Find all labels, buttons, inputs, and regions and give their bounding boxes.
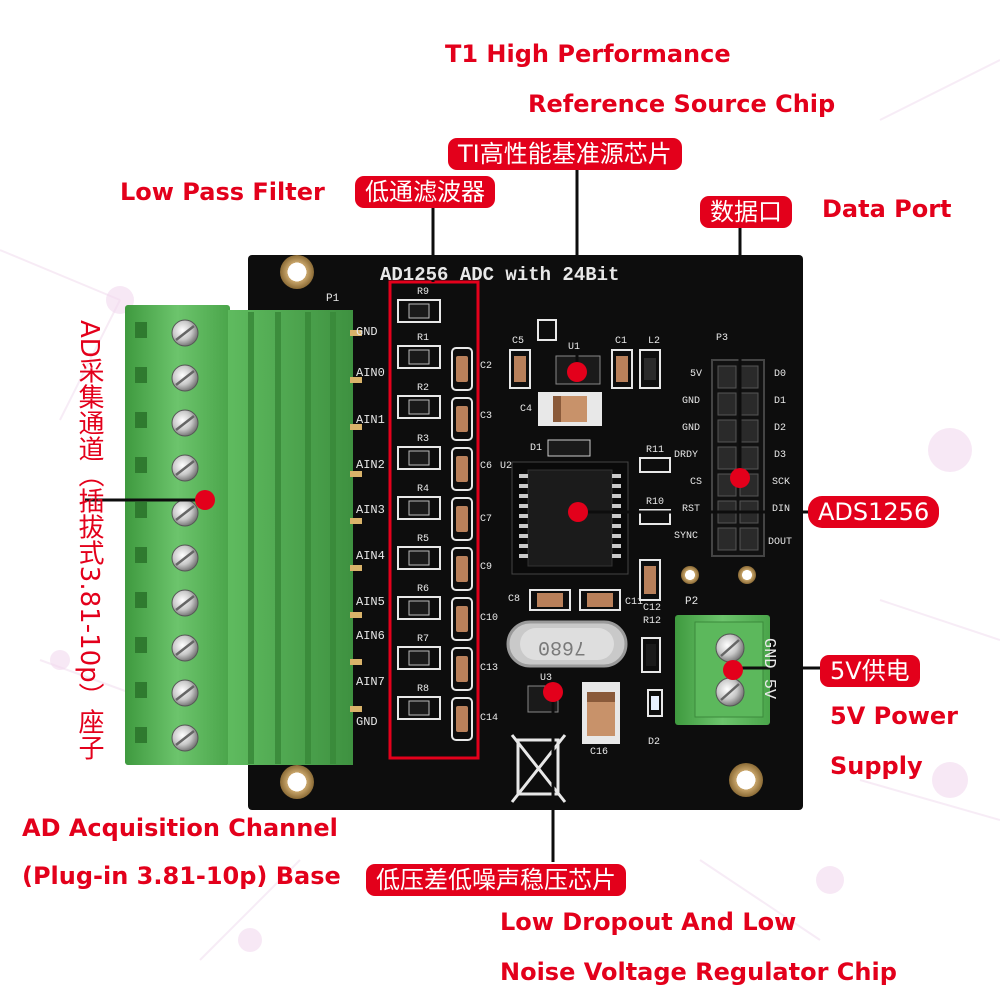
power-cn-tag: 5V供电 (820, 655, 920, 687)
dataport-title: Data Port (822, 195, 952, 223)
c12-label: C12 (643, 603, 662, 614)
p1-label: P1 (326, 293, 340, 305)
l2-label: L2 (648, 336, 661, 347)
capacitor-label: C3 (480, 411, 493, 422)
pin-label: GND (356, 325, 378, 339)
d2-label: D2 (648, 737, 661, 748)
c4-label: C4 (520, 404, 533, 415)
pin-label: SYNC (674, 531, 699, 542)
lowpass-cn-tag: 低通滤波器 (355, 176, 495, 208)
resistor-label: R2 (417, 383, 430, 394)
pin-label: DRDY (674, 450, 699, 461)
pin-label: 5V (690, 369, 703, 380)
capacitor-label: C2 (480, 361, 493, 372)
mounting-hole (738, 566, 756, 584)
r11-label: R11 (646, 445, 665, 456)
mounting-hole (681, 566, 699, 584)
c11-label: C11 (625, 597, 644, 608)
pin-label: GND (682, 396, 701, 407)
board-title: AD1256 ADC with 24Bit (380, 264, 620, 286)
d1-label: D1 (530, 443, 543, 454)
callout-lines (85, 163, 825, 862)
r10-label: R10 (646, 497, 665, 508)
pin-label: AIN0 (356, 366, 385, 380)
reference-cn-tag: TI高性能基准源芯片 (448, 138, 682, 170)
pin-label: AIN2 (356, 458, 385, 472)
capacitor-label: C14 (480, 713, 499, 724)
resistor-label: R3 (417, 434, 430, 445)
u3-label: U3 (540, 673, 553, 684)
background-dots (50, 286, 972, 952)
dataport-cn-tag: 数据口 (700, 196, 792, 228)
regulator-cn-tag: 低压差低噪声稳压芯片 (366, 864, 626, 896)
crystal-label: 7680 (538, 635, 587, 658)
regulator-title-line2: Noise Voltage Regulator Chip (500, 958, 897, 986)
c16-label: C16 (590, 747, 609, 758)
capacitor-label: C7 (480, 514, 493, 525)
lowpass-title: Low Pass Filter (120, 178, 325, 206)
pin-label: CS (690, 477, 703, 488)
pin-label: D3 (774, 450, 787, 461)
p3-label: P3 (716, 333, 729, 344)
reference-title-line2: Reference Source Chip (528, 90, 836, 118)
mounting-hole (729, 763, 763, 797)
callout-dots (195, 362, 750, 702)
p2-label: P2 (685, 596, 699, 608)
channel-cn-vertical: AD采集通道（插拔式3.81-10p）座子 (74, 320, 104, 761)
pin-label: D2 (774, 423, 787, 434)
resistor-label: R7 (417, 634, 430, 645)
resistor-label: R1 (417, 333, 430, 344)
resistor-array (397, 299, 441, 720)
c1-label: C1 (615, 336, 628, 347)
channel-title-line2: (Plug-in 3.81-10p) Base (22, 862, 341, 890)
pin-label: SCK (772, 477, 791, 488)
capacitor-label: C6 (480, 461, 493, 472)
weee-symbol (510, 734, 567, 803)
header-p3 (711, 359, 765, 557)
capacitor-column (451, 347, 473, 741)
pin-label: RST (682, 504, 701, 515)
p2-pin-label: GND 5V (759, 637, 779, 700)
pin-label: GND (682, 423, 701, 434)
pin-label: AIN3 (356, 503, 385, 517)
pin-label: DOUT (768, 537, 793, 548)
c8-label: C8 (508, 594, 521, 605)
pin-label: D1 (774, 396, 787, 407)
resistor-label: R8 (417, 684, 430, 695)
capacitor-label: C10 (480, 613, 499, 624)
pin-label: GND (356, 715, 378, 729)
regulator-title-line1: Low Dropout And Low (500, 908, 797, 936)
terminal-block (125, 305, 353, 765)
pin-label: AIN5 (356, 595, 385, 609)
capacitor-label: C13 (480, 663, 499, 674)
resistor-label: R9 (417, 287, 430, 298)
resistor-label: R6 (417, 584, 430, 595)
capacitor-label: C9 (480, 562, 493, 573)
pin-label: AIN1 (356, 413, 385, 427)
pin-label: D0 (774, 369, 787, 380)
pin-label: AIN6 (356, 629, 385, 643)
channel-title-line1: AD Acquisition Channel (22, 814, 338, 842)
u2-label: U2 (500, 461, 513, 472)
r12-label: R12 (643, 616, 662, 627)
pin-label: AIN4 (356, 549, 385, 563)
reference-title-line1: T1 High Performance (445, 40, 731, 68)
u1-label: U1 (568, 342, 581, 353)
resistor-label: R5 (417, 534, 430, 545)
c5-label: C5 (512, 336, 525, 347)
pin-label: DIN (772, 504, 791, 515)
adc-chip-tag: ADS1256 (808, 496, 940, 528)
mounting-hole (280, 255, 314, 289)
resistor-label: R4 (417, 484, 430, 495)
power-title-line1: 5V Power (830, 702, 958, 730)
mounting-hole (280, 765, 314, 799)
power-terminal-p2 (675, 615, 770, 725)
pin-label: AIN7 (356, 675, 385, 689)
power-title-line2: Supply (830, 752, 923, 780)
